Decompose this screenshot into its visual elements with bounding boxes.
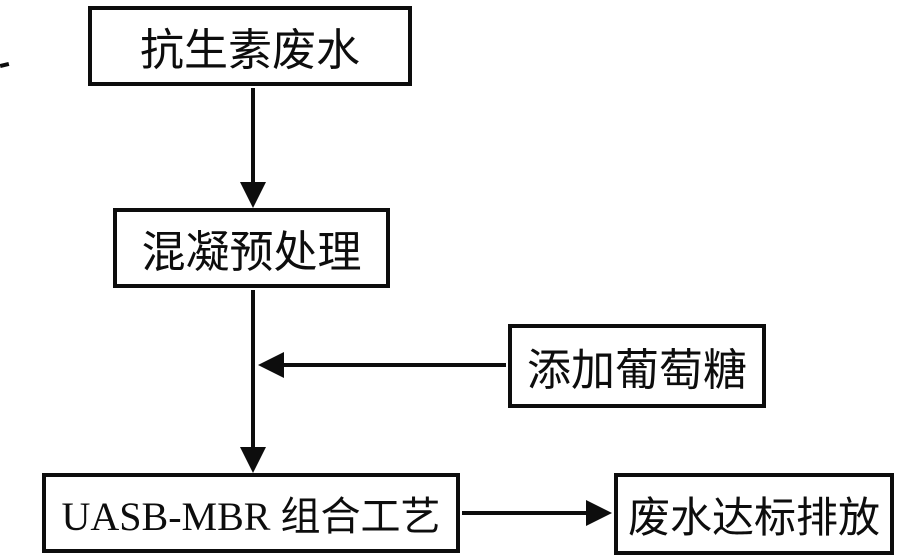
node-coagulation-pretreatment-label: 混凝预处理 <box>141 228 362 277</box>
node-add-glucose-label: 添加葡萄糖 <box>527 346 747 395</box>
node-uasb-mbr-process: UASB-MBR 组合工艺 <box>42 473 460 553</box>
node-effluent-discharge: 废水达标排放 <box>614 473 894 555</box>
node-coagulation-pretreatment: 混凝预处理 <box>113 208 390 288</box>
arrow-uasb-to-discharge <box>462 500 612 526</box>
arrow-antibiotic-to-coagulation <box>240 88 266 208</box>
arrow-glucose-to-line <box>258 352 506 378</box>
node-antibiotic-wastewater-label: 抗生素废水 <box>140 26 360 75</box>
node-effluent-discharge-label: 废水达标排放 <box>627 495 880 542</box>
arrow-coagulation-to-uasb <box>240 290 266 473</box>
node-uasb-mbr-process-label: UASB-MBR 组合工艺 <box>61 494 441 539</box>
node-add-glucose: 添加葡萄糖 <box>508 324 766 408</box>
node-antibiotic-wastewater: 抗生素废水 <box>88 6 412 86</box>
scan-artifact-mark <box>0 61 10 69</box>
